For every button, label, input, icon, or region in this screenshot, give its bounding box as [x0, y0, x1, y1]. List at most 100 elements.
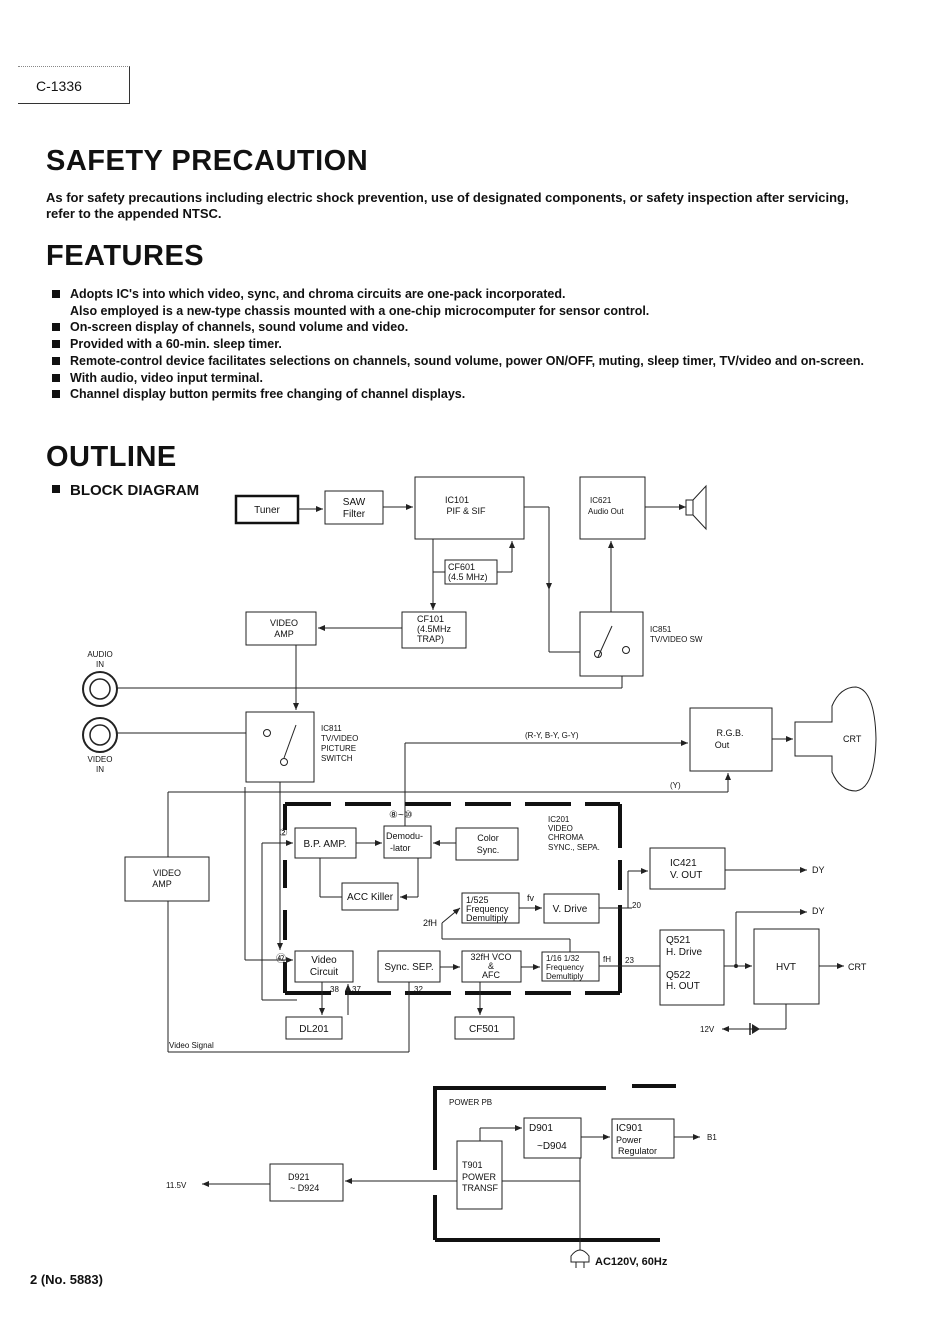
svg-text:Q521: Q521 — [666, 935, 691, 946]
svg-text:CF501: CF501 — [469, 1024, 499, 1035]
cf501-block: CF501 — [454, 1016, 515, 1040]
feature-item: Remote-control device facilitates select… — [52, 353, 872, 370]
svg-text:ACC Killer: ACC Killer — [347, 892, 394, 903]
freq-1632-block: 1/16 1/32 Frequency Demultiply — [541, 951, 600, 982]
svg-text:32fH VCO: 32fH VCO — [470, 952, 511, 962]
svg-text:V. Drive: V. Drive — [553, 904, 588, 915]
svg-text:CF601: CF601 — [448, 562, 475, 572]
bullet-icon — [52, 485, 60, 493]
svg-text:SAW: SAW — [343, 497, 366, 508]
block-diagram-label: BLOCK DIAGRAM — [52, 482, 199, 499]
feature-item: With audio, video input terminal. — [52, 370, 872, 387]
features-title: FEATURES — [46, 240, 205, 272]
svg-text:11.5V: 11.5V — [166, 1181, 187, 1190]
ic901-block: IC901 Power Regulator — [611, 1118, 675, 1159]
acc-killer-block: ACC Killer — [341, 882, 399, 911]
svg-text:1/525: 1/525 — [466, 895, 489, 905]
svg-text:DL201: DL201 — [299, 1024, 329, 1035]
svg-text:TV/VIDEO: TV/VIDEO — [321, 734, 358, 743]
svg-text:fH: fH — [603, 955, 611, 964]
bullet-icon — [52, 340, 60, 349]
svg-text:Demultiply: Demultiply — [546, 972, 583, 981]
svg-text:CRT: CRT — [843, 734, 862, 744]
svg-text:Frequency: Frequency — [546, 963, 584, 972]
svg-text:AFC: AFC — [482, 970, 501, 980]
ic421-block: IC421 V. OUT — [649, 847, 726, 890]
model-number: C-1336 — [18, 66, 130, 104]
svg-text:~ D924: ~ D924 — [290, 1183, 319, 1193]
svg-text:H. Drive: H. Drive — [666, 947, 703, 958]
svg-text:IN: IN — [96, 660, 104, 669]
svg-text:32: 32 — [414, 985, 423, 994]
svg-text:AMP: AMP — [152, 879, 172, 889]
svg-text:SWITCH: SWITCH — [321, 754, 353, 763]
features-list: Adopts IC's into which video, sync, and … — [52, 286, 872, 403]
v-drive-block: V. Drive — [543, 893, 600, 924]
svg-text:IC621: IC621 — [590, 496, 612, 505]
cf601-block: CF601 (4.5 MHz) — [444, 559, 498, 585]
svg-text:H. OUT: H. OUT — [666, 981, 700, 992]
bp-amp-block: B.P. AMP. — [294, 827, 357, 859]
svg-text:Demultiply: Demultiply — [466, 913, 509, 923]
t901-block: T901 POWER TRANSF — [456, 1140, 503, 1210]
svg-text:38: 38 — [330, 985, 339, 994]
ic621-block: IC621 Audio Out — [579, 476, 646, 540]
svg-text:Out: Out — [715, 740, 730, 750]
svg-text:IC901: IC901 — [616, 1123, 643, 1134]
svg-text:IC811: IC811 — [321, 724, 342, 733]
video-circuit-block: Video Circuit — [294, 950, 354, 983]
svg-text:HVT: HVT — [776, 962, 796, 973]
svg-text:IC851: IC851 — [650, 625, 672, 634]
svg-text:Q522: Q522 — [666, 970, 691, 981]
svg-text:VIDEO: VIDEO — [153, 868, 181, 878]
svg-text:TRAP): TRAP) — [417, 634, 444, 644]
svg-text:PIF & SIF: PIF & SIF — [446, 506, 486, 516]
d921-block: D921 ~ D924 — [269, 1163, 344, 1202]
ac-plug-icon — [570, 1249, 590, 1268]
svg-text:IC421: IC421 — [670, 858, 697, 869]
bullet-icon — [52, 323, 60, 332]
outline-title: OUTLINE — [46, 441, 177, 473]
hvt-block: HVT — [753, 928, 820, 1005]
safety-text: As for safety precautions including elec… — [46, 190, 849, 221]
svg-text:CHROMA: CHROMA — [548, 833, 584, 842]
feature-item: Also employed is a new-type chassis moun… — [70, 303, 650, 318]
bullet-icon — [52, 390, 60, 399]
svg-text:Filter: Filter — [343, 509, 366, 520]
svg-text:B1: B1 — [707, 1133, 717, 1142]
audio-in-jack: AUDIO IN — [82, 650, 118, 707]
svg-text:IN: IN — [96, 765, 104, 774]
svg-text:Video: Video — [311, 955, 337, 966]
svg-text:~D904: ~D904 — [537, 1141, 567, 1152]
vco-afc-block: 32fH VCO & AFC — [461, 950, 522, 983]
svg-text:VIDEO: VIDEO — [270, 618, 298, 628]
svg-text:CRT: CRT — [848, 962, 867, 972]
d901-block: D901 ~D904 — [523, 1117, 582, 1159]
feature-item: Adopts IC's into which video, sync, and … — [52, 286, 872, 303]
svg-text:Circuit: Circuit — [310, 967, 339, 978]
bullet-icon — [52, 356, 60, 365]
sync-sep-block: Sync. SEP. — [377, 950, 441, 983]
svg-text:AMP: AMP — [274, 629, 294, 639]
svg-text:㊷: ㊷ — [276, 953, 286, 965]
ic811-block: IC811 TV/VIDEO PICTURE SWITCH — [245, 711, 358, 783]
svg-text:20: 20 — [632, 901, 641, 910]
svg-text:SYNC., SEPA.: SYNC., SEPA. — [548, 843, 600, 852]
ic201-label: IC201 VIDEO CHROMA SYNC., SEPA. — [548, 815, 600, 852]
svg-text:V. OUT: V. OUT — [670, 870, 702, 881]
svg-text:IC101: IC101 — [445, 495, 469, 505]
tuner-block: Tuner — [234, 494, 300, 525]
ic101-block: IC101 PIF & SIF — [414, 476, 525, 540]
svg-text:POWER: POWER — [462, 1172, 497, 1182]
svg-text:(4.5 MHz): (4.5 MHz) — [448, 572, 488, 582]
q521-q522-block: Q521 H. Drive Q522 H. OUT — [659, 929, 725, 1006]
feature-item: Channel display button permits free chan… — [52, 386, 872, 403]
svg-text:Regulator: Regulator — [618, 1146, 657, 1156]
svg-text:TV/VIDEO SW: TV/VIDEO SW — [650, 635, 703, 644]
svg-text:2fH: 2fH — [423, 918, 437, 928]
svg-text:37: 37 — [352, 985, 361, 994]
svg-text:(R-Y, B-Y, G-Y): (R-Y, B-Y, G-Y) — [525, 731, 579, 740]
svg-text:CF101: CF101 — [417, 614, 444, 624]
video-amp-top-block: VIDEO AMP — [245, 611, 317, 646]
